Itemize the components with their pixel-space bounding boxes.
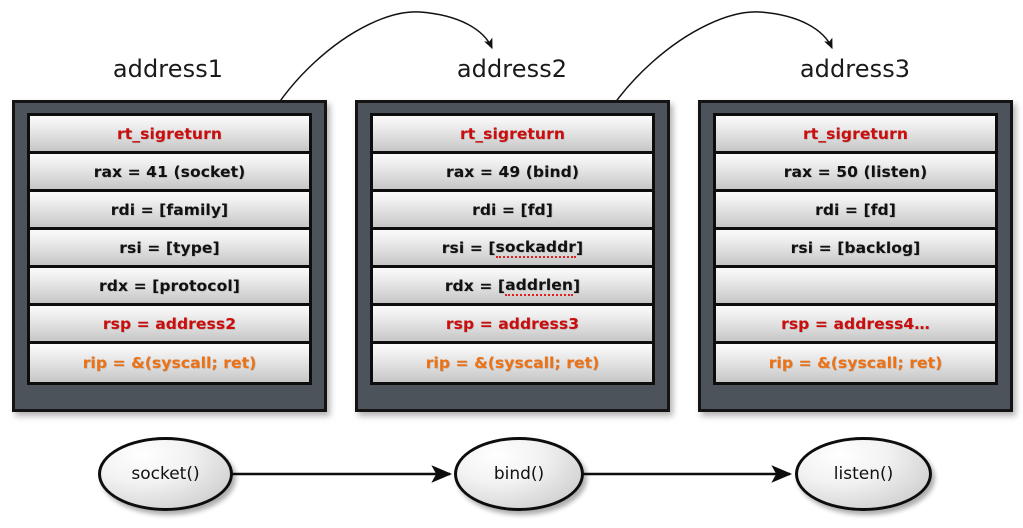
flow-node-socket[interactable]: socket() <box>98 437 233 511</box>
flow-node-listen-label: listen() <box>833 464 894 484</box>
row-blank <box>716 268 995 306</box>
frame-address2: rt_sigreturn rax = 49 (bind) rdi = [fd] … <box>355 100 670 412</box>
row-rip: rip = &(syscall; ret) <box>716 344 995 382</box>
row-rsi: rsi = [sockaddr] <box>373 230 652 268</box>
row-rt-sigreturn: rt_sigreturn <box>716 116 995 154</box>
flow-node-bind[interactable]: bind() <box>454 437 584 511</box>
row-rdi: rdi = [fd] <box>373 192 652 230</box>
row-rip: rip = &(syscall; ret) <box>373 344 652 382</box>
spellcheck-addrlen: addrlen <box>505 275 573 296</box>
flow-node-listen[interactable]: listen() <box>795 437 932 511</box>
column-title-1: address1 <box>112 55 224 83</box>
row-rdx-suffix: ] <box>572 276 581 295</box>
flow-node-bind-label: bind() <box>493 464 545 484</box>
row-rax: rax = 41 (socket) <box>30 154 309 192</box>
row-rt-sigreturn: rt_sigreturn <box>373 116 652 154</box>
stack-address2: rt_sigreturn rax = 49 (bind) rdi = [fd] … <box>370 113 655 385</box>
stack-address3: rt_sigreturn rax = 50 (listen) rdi = [fd… <box>713 113 998 385</box>
row-rsp: rsp = address2 <box>30 306 309 344</box>
row-rip: rip = &(syscall; ret) <box>30 344 309 382</box>
row-rsi-prefix: rsi = [ <box>441 238 496 257</box>
flow-node-socket-label: socket() <box>131 464 200 484</box>
row-rdx: rdx = [protocol] <box>30 268 309 306</box>
row-rax: rax = 49 (bind) <box>373 154 652 192</box>
row-rsi: rsi = [backlog] <box>716 230 995 268</box>
column-title-2: address2 <box>456 55 568 83</box>
frame-address3: rt_sigreturn rax = 50 (listen) rdi = [fd… <box>698 100 1013 412</box>
row-rsp: rsp = address3 <box>373 306 652 344</box>
row-rdi: rdi = [fd] <box>716 192 995 230</box>
row-rsi-suffix: ] <box>576 238 584 257</box>
row-rsi: rsi = [type] <box>30 230 309 268</box>
stack-address1: rt_sigreturn rax = 41 (socket) rdi = [fa… <box>27 113 312 385</box>
column-title-3: address3 <box>799 55 911 83</box>
row-rdx: rdx = [addrlen] <box>373 268 652 306</box>
row-rt-sigreturn: rt_sigreturn <box>30 116 309 154</box>
row-rax: rax = 50 (listen) <box>716 154 995 192</box>
frame-address1: rt_sigreturn rax = 41 (socket) rdi = [fa… <box>12 100 327 412</box>
row-rdi: rdi = [family] <box>30 192 309 230</box>
spellcheck-sockaddr: sockaddr <box>495 237 577 258</box>
row-rdx-prefix: rdx = [ <box>444 276 506 295</box>
row-rsp: rsp = address4… <box>716 306 995 344</box>
